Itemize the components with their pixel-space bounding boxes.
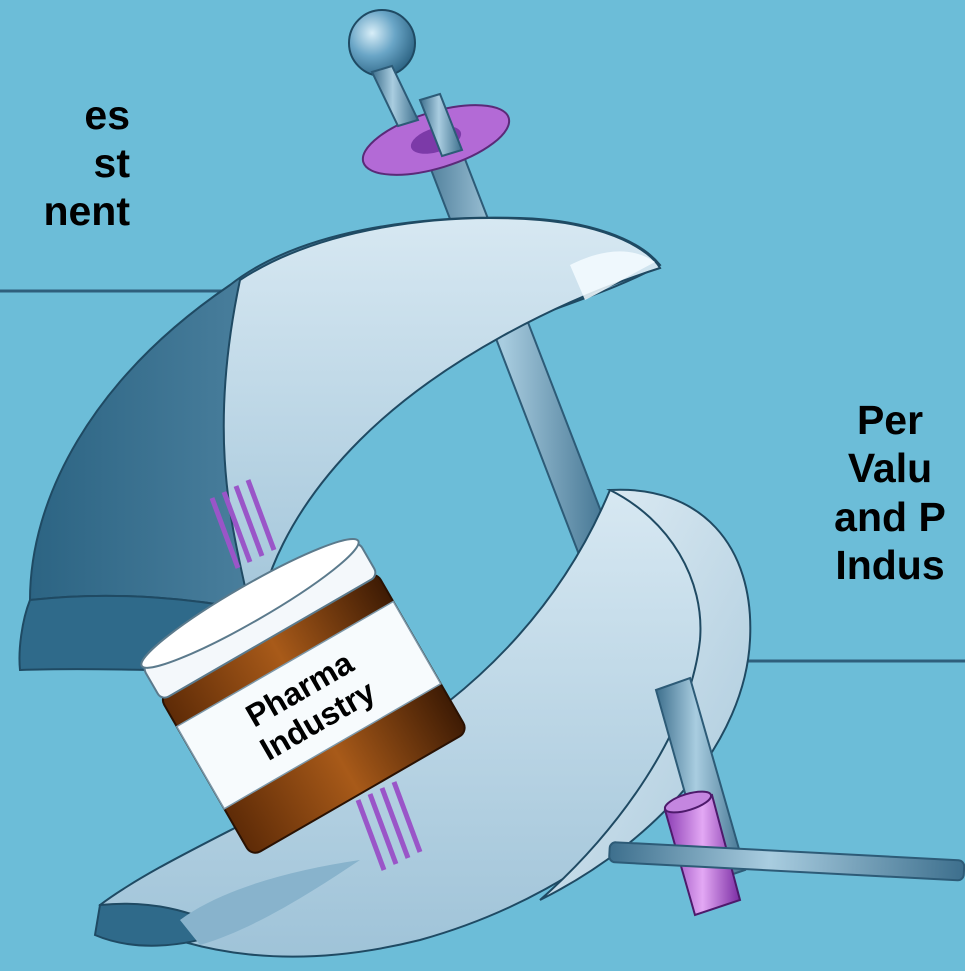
pharma-jar: Pharma Industry bbox=[140, 537, 466, 854]
left-caption-line-1: es bbox=[84, 92, 130, 138]
right-caption-line-3: and P bbox=[834, 493, 946, 540]
jaw-marks-upper bbox=[209, 479, 277, 569]
handle-shaft bbox=[370, 64, 420, 128]
t-handle-bar bbox=[608, 841, 965, 882]
right-caption-line-1: Per bbox=[856, 397, 924, 443]
right-caption-line-4: Indus bbox=[835, 542, 945, 589]
left-caption-line-2: st bbox=[93, 140, 130, 186]
right-caption-line-2: Valu bbox=[847, 445, 933, 492]
left-caption-line-3: nent bbox=[43, 188, 130, 234]
right-caption: Per Valu and P Indus bbox=[760, 396, 965, 590]
jaw-marks-lower bbox=[355, 781, 423, 871]
handle-ball bbox=[348, 9, 416, 77]
rod-neck bbox=[418, 92, 464, 158]
